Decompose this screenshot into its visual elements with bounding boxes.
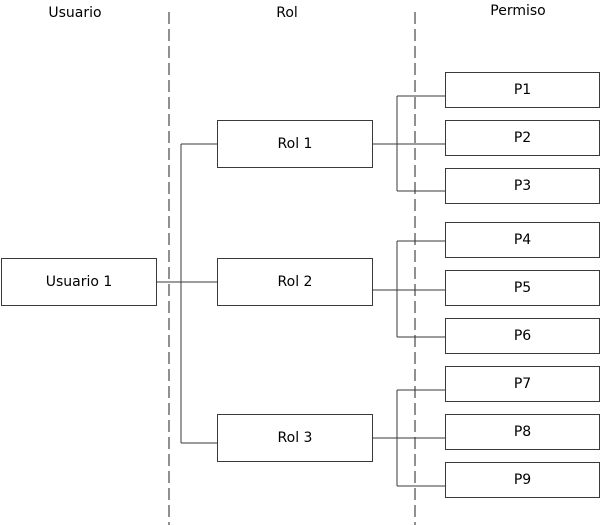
permission-node-p5[interactable]: P5: [445, 270, 600, 306]
permission-node-p1[interactable]: P1: [445, 72, 600, 108]
permission-node-p9[interactable]: P9: [445, 462, 600, 498]
role-node-rol-1[interactable]: Rol 1: [217, 120, 373, 168]
permission-node-p4[interactable]: P4: [445, 222, 600, 258]
permission-node-p2[interactable]: P2: [445, 120, 600, 156]
user-node-usuario-1[interactable]: Usuario 1: [1, 258, 157, 306]
header-usuario: Usuario: [48, 5, 102, 21]
permission-node-p3[interactable]: P3: [445, 168, 600, 204]
header-rol: Rol: [276, 5, 298, 21]
permission-node-p8[interactable]: P8: [445, 414, 600, 450]
header-permiso: Permiso: [490, 3, 546, 19]
permission-node-p7[interactable]: P7: [445, 366, 600, 402]
permission-node-p6[interactable]: P6: [445, 318, 600, 354]
role-node-rol-2[interactable]: Rol 2: [217, 258, 373, 306]
role-node-rol-3[interactable]: Rol 3: [217, 414, 373, 462]
